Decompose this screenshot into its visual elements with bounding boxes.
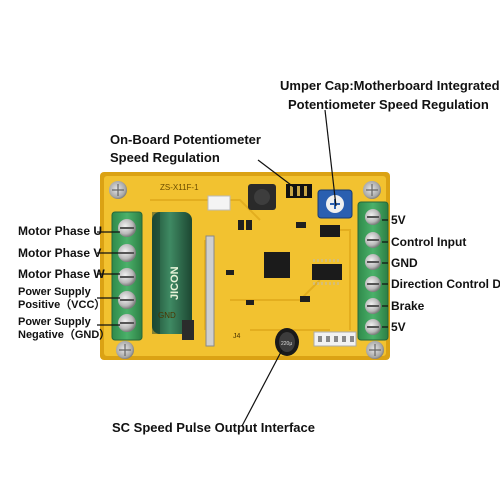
label-power-negative-line1: Power Supply — [18, 316, 91, 328]
annotation-jumper-cap-line2: Potentiometer Speed Regulation — [288, 97, 489, 112]
board-model-silk: ZS-X11F-1 — [160, 183, 199, 192]
annotation-jumper-cap-line1: Umper Cap:Motherboard Integrated — [280, 78, 500, 93]
label-right-5v-top: 5V — [391, 213, 406, 227]
label-power-positive-line2: Positive（VCC） — [18, 299, 106, 311]
smd-components — [226, 220, 310, 305]
right-terminal-block — [357, 201, 389, 341]
mcu-chip — [312, 259, 342, 285]
inductor — [248, 184, 276, 210]
jumper-silk: J4 — [233, 333, 241, 340]
resistor — [182, 320, 194, 340]
label-motor-phase-w: Motor Phase W — [18, 267, 105, 281]
capacitor-brand: JICON — [169, 266, 181, 300]
annotation-pulse-output: SC Speed Pulse Output Interface — [112, 420, 315, 435]
mount-hole-br — [366, 341, 384, 359]
white-connector — [207, 195, 231, 211]
gnd-silk: GND — [158, 311, 176, 320]
mount-hole-tl — [109, 181, 127, 199]
driver-chip-left — [264, 252, 290, 278]
jumper-header — [286, 184, 312, 198]
mount-hole-tr — [363, 181, 381, 199]
small-chip — [320, 225, 340, 237]
label-power-negative-line2: Negative（GND） — [18, 329, 111, 341]
small-cap-value: 220μ — [281, 341, 292, 347]
label-motor-phase-v: Motor Phase V — [18, 246, 102, 260]
label-control-input: Control Input — [391, 235, 467, 249]
annotation-onboard-pot-line2: Speed Regulation — [110, 150, 220, 165]
label-motor-phase-u: Motor Phase U — [18, 224, 103, 238]
label-power-positive-line1: Power Supply — [18, 286, 91, 298]
mount-hole-bl — [116, 341, 134, 359]
metal-bracket — [205, 235, 215, 347]
label-brake: Brake — [391, 299, 425, 313]
label-direction-control: Direction Control DIR — [391, 277, 500, 291]
annotation-onboard-pot-line1: On-Board Potentiometer — [110, 132, 261, 147]
pulse-output-header — [313, 331, 357, 347]
left-terminal-block — [111, 211, 143, 341]
small-capacitor: 220μ — [275, 328, 299, 356]
leader-lines — [97, 109, 388, 427]
potentiometer — [317, 189, 353, 219]
label-right-gnd: GND — [391, 256, 418, 270]
label-right-5v-bottom: 5V — [391, 320, 406, 334]
electrolytic-capacitor: JICON — [152, 212, 192, 334]
